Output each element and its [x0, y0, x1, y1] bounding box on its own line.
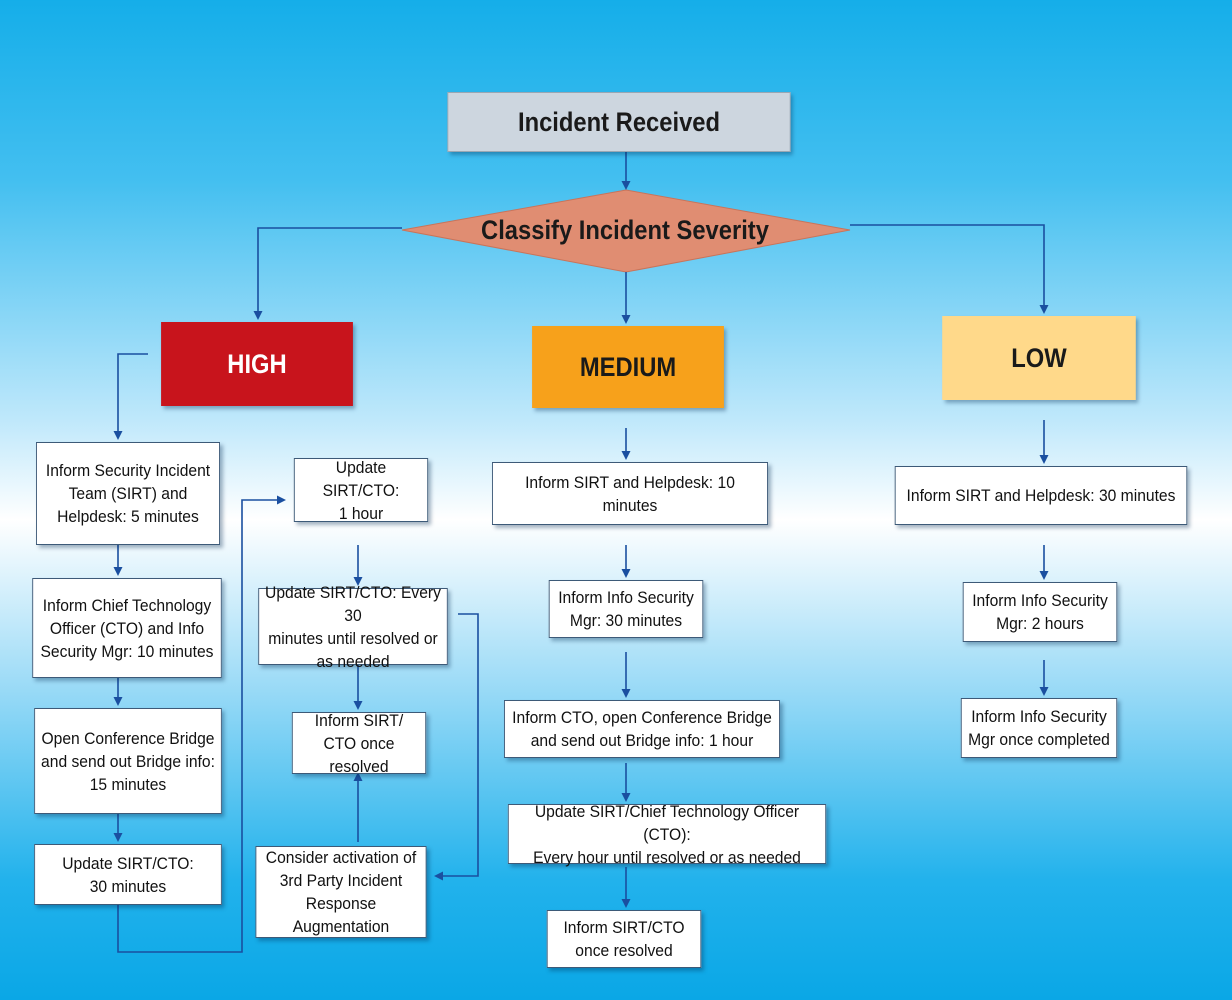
medium-step-inform-once-resolved: Inform SIRT/CTO once resolved [546, 910, 702, 968]
severity-low-label: LOW [1011, 342, 1067, 373]
decision-diamond [401, 189, 851, 273]
high-step-inform-cto: Inform Chief Technology Officer (CTO) an… [32, 578, 222, 678]
high-step-inform-once-resolved: Inform SIRT/ CTO once resolved [291, 711, 427, 776]
high-step-conference-bridge: Open Conference Bridge and send out Brid… [34, 708, 222, 814]
severity-high-node: HIGH [161, 322, 353, 406]
arrow-high-to-step1 [113, 353, 148, 440]
high-step-third-party: Consider activation of 3rd Party Inciden… [255, 846, 427, 938]
high-step-update-every-30: Update SIRT/CTO: Every 30 minutes until … [258, 583, 448, 671]
medium-step-update-every-hour: Update SIRT/Chief Technology Officer (CT… [507, 802, 827, 867]
classify-severity-label: Classify Incident Severity [481, 214, 769, 245]
arrow-high-step4-to-step5 [117, 495, 286, 953]
low-step-inform-once-completed: Inform Info Security Mgr once completed [960, 698, 1118, 758]
incident-received-label: Incident Received [517, 106, 721, 137]
severity-medium-label: MEDIUM [579, 351, 677, 382]
high-step-update-30min: Update SIRT/CTO: 30 minutes [34, 844, 222, 905]
high-step-update-1hour: Update SIRT/CTO: 1 hour [293, 458, 429, 523]
high-step-inform-sirt: Inform Security Incident Team (SIRT) and… [36, 442, 220, 545]
severity-low-node: LOW [942, 316, 1136, 400]
medium-step-inform-sirt: Inform SIRT and Helpdesk: 10 minutes [492, 462, 768, 525]
low-step-inform-info-security: Inform Info Security Mgr: 2 hours [962, 582, 1118, 642]
incident-received-node: Incident Received [447, 92, 791, 152]
arrow-high-step6-to-step8 [434, 613, 479, 881]
severity-medium-node: MEDIUM [532, 326, 724, 408]
medium-step-inform-cto: Inform CTO, open Conference Bridge and s… [504, 700, 780, 758]
severity-high-label: HIGH [227, 348, 287, 379]
low-step-inform-sirt: Inform SIRT and Helpdesk: 30 minutes [894, 466, 1188, 525]
medium-step-inform-info-security: Inform Info Security Mgr: 30 minutes [548, 580, 704, 638]
arrow-decision-to-high [253, 227, 402, 320]
arrow-decision-to-low [850, 224, 1049, 314]
